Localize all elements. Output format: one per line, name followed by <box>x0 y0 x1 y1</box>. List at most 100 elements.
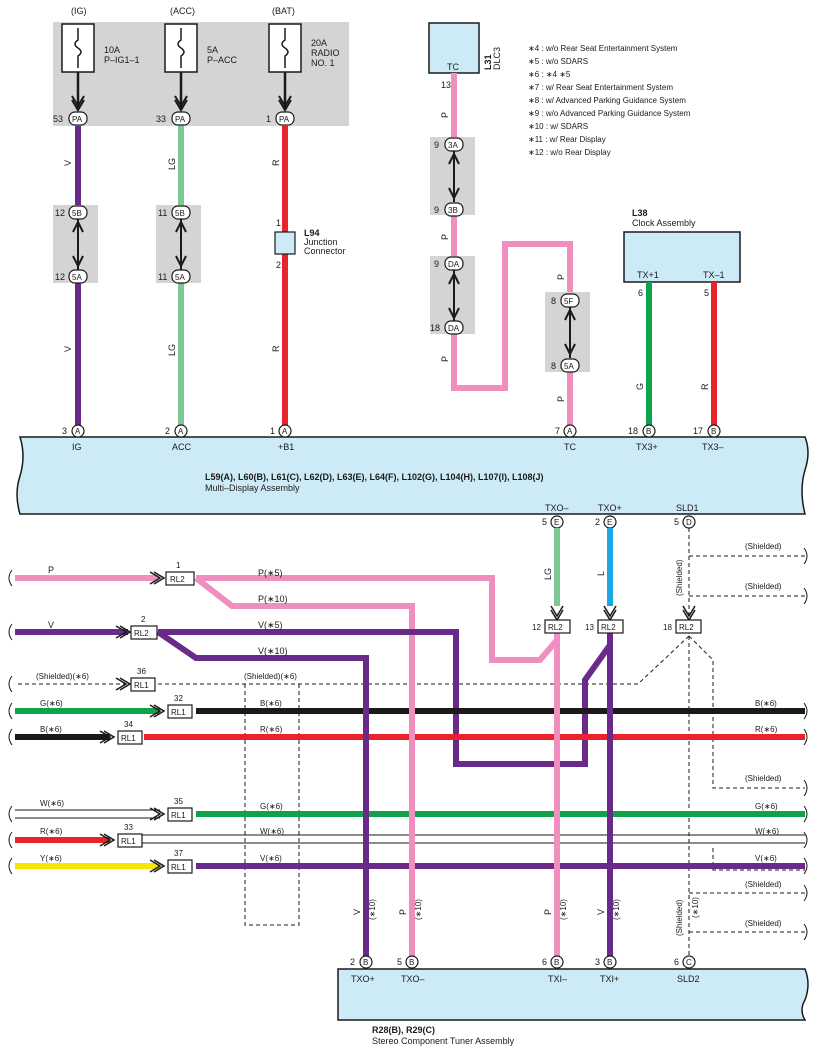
svg-text:33: 33 <box>156 114 166 124</box>
svg-text:(∗10): (∗10) <box>612 899 621 920</box>
svg-text:TXI–: TXI– <box>548 974 567 984</box>
svg-text:TX–1: TX–1 <box>703 270 725 280</box>
tuner-terminal-sld2: C 6 SLD2 <box>674 955 700 984</box>
svg-text:B: B <box>409 958 414 967</box>
svg-text:12: 12 <box>55 272 65 282</box>
svg-text:Connector: Connector <box>304 246 346 256</box>
svg-text:W(∗6): W(∗6) <box>260 827 284 836</box>
svg-text:12: 12 <box>55 208 65 218</box>
l94-junction-connector: 1 2 L94 Junction Connector <box>274 218 346 270</box>
svg-text:33: 33 <box>124 823 133 832</box>
svg-text:PA: PA <box>279 115 290 124</box>
svg-text:5B: 5B <box>72 209 82 218</box>
connector-5b-acc: 5B 11 <box>158 205 191 220</box>
svg-text:18: 18 <box>663 623 672 632</box>
svg-text:E: E <box>554 518 559 527</box>
fuse-bat: (BAT) 20A RADIO NO. 1 <box>268 6 340 112</box>
svg-text:TXO+: TXO+ <box>598 503 622 513</box>
fuse-symbol-icon <box>281 28 289 68</box>
svg-text:TC: TC <box>447 62 459 72</box>
svg-text:(Shielded): (Shielded) <box>675 559 684 596</box>
l38-clock-assembly: L38 Clock Assembly TX+1 TX–1 6 5 <box>623 208 741 298</box>
svg-text:R(∗6): R(∗6) <box>260 725 283 734</box>
svg-text:L31: L31 <box>483 54 493 70</box>
svg-text:Junction: Junction <box>304 237 338 247</box>
svg-text:5: 5 <box>542 517 547 527</box>
svg-text:B: B <box>711 427 716 436</box>
svg-text:∗4 : w/o Rear Seat Entertainme: ∗4 : w/o Rear Seat Entertainment System <box>528 44 678 53</box>
svg-text:TX+1: TX+1 <box>637 270 659 280</box>
relay-conn-37: RL1 37 <box>149 849 193 874</box>
stereo-tuner-box <box>337 968 809 1021</box>
svg-text:A: A <box>282 427 288 436</box>
svg-text:RL1: RL1 <box>171 708 186 717</box>
svg-text:8: 8 <box>551 296 556 306</box>
svg-text:5A: 5A <box>207 45 218 55</box>
svg-text:L: L <box>596 571 606 576</box>
svg-text:DA: DA <box>448 260 460 269</box>
svg-text:Clock Assembly: Clock Assembly <box>632 218 696 228</box>
svg-text:2: 2 <box>276 260 281 270</box>
fuse-ig: (IG) 10A P–IG1–1 <box>61 6 140 112</box>
svg-text:6: 6 <box>542 957 547 967</box>
svg-text:L59(A), L60(B), L61(C), L62(D): L59(A), L60(B), L61(C), L62(D), L63(E), … <box>205 472 544 482</box>
svg-text:17: 17 <box>693 426 703 436</box>
svg-text:L38: L38 <box>632 208 648 218</box>
svg-text:P–ACC: P–ACC <box>207 55 238 65</box>
svg-text:6: 6 <box>638 288 643 298</box>
relay-conn-13: RL2 13 <box>585 605 624 634</box>
connector-3a: 3A 9 <box>434 137 464 152</box>
svg-text:TX3+: TX3+ <box>636 442 658 452</box>
multi-display-assembly-box <box>16 436 809 515</box>
svg-text:6: 6 <box>674 957 679 967</box>
svg-text:G(∗6): G(∗6) <box>260 802 283 811</box>
svg-text:9: 9 <box>434 205 439 215</box>
tuner-terminal-txi-minus: B 6 TXI– <box>542 955 567 984</box>
svg-text:RL1: RL1 <box>121 837 136 846</box>
svg-text:P: P <box>440 234 450 240</box>
svg-text:∗9 : w/o Advanced Parking Guid: ∗9 : w/o Advanced Parking Guidance Syste… <box>528 109 691 118</box>
svg-text:P(∗5): P(∗5) <box>258 568 283 578</box>
svg-text:NO. 1: NO. 1 <box>311 58 335 68</box>
wire-v-txo-plus <box>15 629 613 767</box>
svg-text:Y(∗6): Y(∗6) <box>40 854 62 863</box>
svg-text:B(∗6): B(∗6) <box>260 699 282 708</box>
relay-conn-34: RL1 34 <box>99 720 143 745</box>
svg-text:5A: 5A <box>72 273 82 282</box>
svg-text:13: 13 <box>441 80 451 90</box>
svg-text:B: B <box>554 958 559 967</box>
fuse-symbol-icon <box>177 28 185 68</box>
svg-text:35: 35 <box>174 797 183 806</box>
relay-conn-2: RL2 2 <box>115 615 158 640</box>
relay-conn-36: RL1 36 <box>115 667 156 692</box>
svg-text:2: 2 <box>141 615 146 624</box>
svg-text:PA: PA <box>175 115 186 124</box>
svg-text:V: V <box>63 160 73 166</box>
mda-terminal-acc: A 2 ACC <box>165 424 192 452</box>
svg-text:DLC3: DLC3 <box>492 47 502 70</box>
svg-text:2: 2 <box>595 517 600 527</box>
svg-text:A: A <box>567 427 573 436</box>
svg-text:(Shielded): (Shielded) <box>745 880 782 889</box>
svg-text:Stereo Component Tuner Assembl: Stereo Component Tuner Assembly <box>372 1036 515 1046</box>
svg-text:P: P <box>440 112 450 118</box>
svg-text:RADIO: RADIO <box>311 48 340 58</box>
svg-text:5A: 5A <box>175 273 185 282</box>
connector-pa-acc: PA 33 <box>156 111 191 126</box>
relay-conn-35: RL1 35 <box>149 797 193 822</box>
svg-text:E: E <box>607 518 612 527</box>
svg-text:Multi–Display Assembly: Multi–Display Assembly <box>205 483 300 493</box>
svg-text:RL2: RL2 <box>601 623 616 632</box>
svg-text:RL2: RL2 <box>679 623 694 632</box>
connector-5b-ig: 5B 12 <box>55 205 88 220</box>
svg-text:P: P <box>543 909 553 915</box>
svg-text:2: 2 <box>350 957 355 967</box>
svg-text:5F: 5F <box>564 297 573 306</box>
svg-text:V(∗6): V(∗6) <box>755 854 777 863</box>
shielded-lines <box>15 528 805 968</box>
svg-text:37: 37 <box>174 849 183 858</box>
fuse-symbol-icon <box>74 28 82 68</box>
svg-text:C: C <box>686 958 692 967</box>
svg-text:IG: IG <box>72 442 82 452</box>
mda-terminal-txo-minus: TXO– E 5 <box>542 503 569 529</box>
